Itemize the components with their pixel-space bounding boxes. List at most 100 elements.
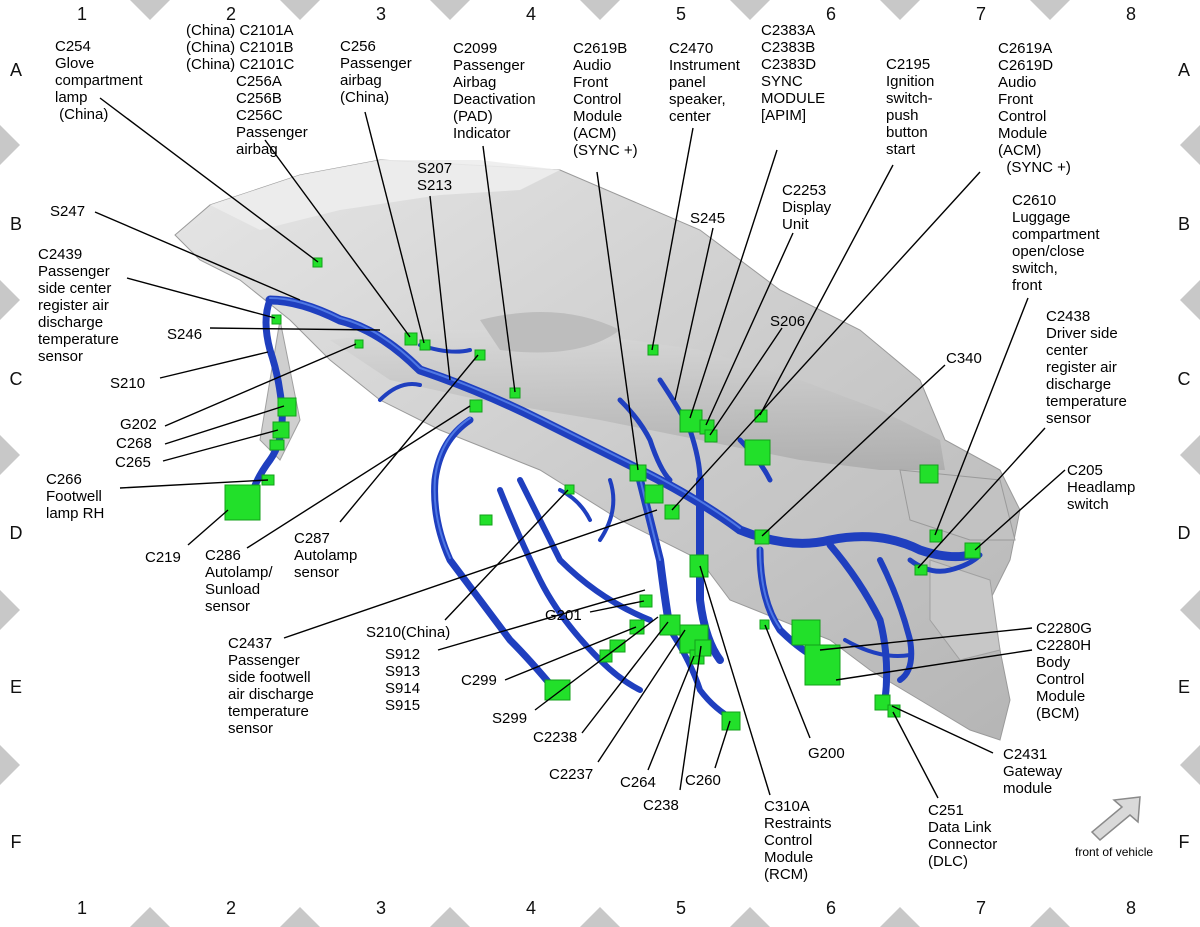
connector-misc3 bbox=[609, 639, 626, 653]
label-c260: C260 bbox=[685, 772, 721, 789]
label-c268: C268 bbox=[116, 435, 152, 452]
grid-col-6-top: 6 bbox=[825, 4, 836, 24]
label-s246: S246 bbox=[167, 326, 203, 343]
grid-row-c-left: C bbox=[9, 369, 23, 389]
connector-c260 bbox=[721, 711, 741, 731]
connector-c299 bbox=[629, 619, 645, 635]
label-c2619a: C2619A C2619D Audio Front Control Module… bbox=[998, 40, 1071, 176]
label-s912: S912 S913 S914 S915 bbox=[385, 646, 421, 714]
label-c299: C299 bbox=[461, 672, 497, 689]
connector-g202 bbox=[277, 397, 297, 417]
grid-row-f-left: F bbox=[10, 832, 22, 852]
grid-col-7-bottom: 7 bbox=[975, 898, 986, 918]
connector-c205 bbox=[964, 542, 981, 559]
grid-row-b-right: B bbox=[1177, 214, 1190, 234]
grid-col-4-bottom: 4 bbox=[525, 898, 536, 918]
grid-col-6-bottom: 6 bbox=[825, 898, 836, 918]
label-g201: G201 bbox=[545, 607, 582, 624]
label-s210: S210 bbox=[110, 375, 146, 392]
leader-lines bbox=[94, 97, 1066, 799]
grid-col-7-top: 7 bbox=[975, 4, 986, 24]
connector-c2101 bbox=[404, 332, 418, 346]
label-c340: C340 bbox=[946, 350, 982, 367]
label-c2238: C2238 bbox=[533, 729, 578, 746]
grid-col-8-top: 8 bbox=[1125, 4, 1136, 24]
front-of-vehicle-arrow bbox=[1090, 796, 1141, 842]
connector-c2619a bbox=[664, 504, 680, 520]
connector-c219 bbox=[224, 484, 261, 521]
connector-c2437 bbox=[469, 399, 483, 413]
label-c2280: C2280G C2280H Body Control Module (BCM) bbox=[1036, 620, 1092, 722]
connector-g200 bbox=[759, 619, 770, 630]
grid-col-1-top: 1 bbox=[76, 4, 87, 24]
grid-col-5-top: 5 bbox=[675, 4, 686, 24]
label-s206: S206 bbox=[770, 313, 806, 330]
connector-c2238 bbox=[659, 614, 681, 636]
label-c2099: C2099 Passenger Airbag Deactivation (PAD… bbox=[453, 40, 536, 142]
connector-c287 bbox=[474, 349, 486, 361]
connector-c2610 bbox=[744, 439, 771, 466]
label-c2101: (China) C2101A (China) C2101B (China) C2… bbox=[186, 22, 308, 158]
connector-misc2 bbox=[919, 464, 939, 484]
label-c2619b: C2619B Audio Front Control Module (ACM) … bbox=[573, 40, 638, 159]
connector-c254 bbox=[312, 257, 323, 268]
label-c265: C265 bbox=[115, 454, 151, 471]
connector-c238 bbox=[694, 639, 712, 657]
label-c238: C238 bbox=[643, 797, 679, 814]
grid-col-3-top: 3 bbox=[375, 4, 386, 24]
grid-row-b-left: B bbox=[9, 214, 22, 234]
front-of-vehicle-label: front of vehicle bbox=[1075, 845, 1154, 859]
connector-c2280h bbox=[804, 644, 841, 686]
label-c266: C266 Footwell lamp RH bbox=[46, 471, 105, 522]
label-c2437: C2437 Passenger side footwell air discha… bbox=[228, 635, 314, 737]
label-c254: C254 Glove compartment lamp (China) bbox=[55, 38, 143, 123]
label-g202: G202 bbox=[120, 416, 157, 433]
label-c2237: C2237 bbox=[549, 766, 594, 783]
label-c2610: C2610 Luggage compartment open/close swi… bbox=[1012, 192, 1100, 294]
grid-col-4-top: 4 bbox=[525, 4, 536, 24]
grid-col-2-bottom: 2 bbox=[225, 898, 236, 918]
label-c264: C264 bbox=[620, 774, 656, 791]
connector-s246 bbox=[354, 339, 364, 349]
label-s247: S247 bbox=[50, 203, 86, 220]
grid-row-c-right: C bbox=[1177, 369, 1191, 389]
label-c2470: C2470 Instrument panel speaker, center bbox=[669, 40, 740, 125]
label-c2195: C2195 Ignition switch- push button start bbox=[886, 56, 935, 158]
label-c286: C286 Autolamp/ Sunload sensor bbox=[205, 547, 273, 615]
label-c219: C219 bbox=[145, 549, 181, 566]
grid-col-1-bottom: 1 bbox=[76, 898, 87, 918]
label-c2439: C2439 Passenger side center register air… bbox=[38, 246, 119, 365]
grid-col-3-bottom: 3 bbox=[375, 898, 386, 918]
grid-col-8-bottom: 8 bbox=[1125, 898, 1136, 918]
connector-c2253 bbox=[704, 429, 718, 443]
grid-row-e-left: E bbox=[9, 677, 22, 697]
grid-row-a-left: A bbox=[9, 60, 22, 80]
connector-s299 bbox=[544, 679, 571, 701]
grid-row-d-left: D bbox=[9, 523, 23, 543]
connector-c268 bbox=[272, 421, 290, 439]
label-c2431: C2431 Gateway module bbox=[1003, 746, 1063, 797]
label-s299: S299 bbox=[492, 710, 528, 727]
connector-c2438 bbox=[914, 564, 928, 576]
connector-c2439 bbox=[271, 314, 282, 325]
label-c287: C287 Autolamp sensor bbox=[294, 530, 358, 581]
label-s207: S207 S213 bbox=[417, 160, 453, 194]
connector-s210 bbox=[564, 484, 575, 495]
grid-col-5-bottom: 5 bbox=[675, 898, 686, 918]
connector-c2195 bbox=[754, 409, 768, 423]
label-c251: C251 Data Link Connector (DLC) bbox=[928, 802, 998, 870]
connector-c256 bbox=[419, 339, 431, 351]
connector-c2431 bbox=[874, 694, 891, 711]
connector-c2438b bbox=[929, 529, 943, 543]
label-c310a: C310A Restraints Control Module (RCM) bbox=[764, 798, 832, 883]
label-c256: C256 Passenger airbag (China) bbox=[340, 38, 412, 106]
connector-c265 bbox=[269, 439, 285, 451]
grid-col-2-top: 2 bbox=[225, 4, 236, 24]
label-c2383: C2383A C2383B C2383D SYNC MODULE [APIM] bbox=[761, 22, 826, 124]
grid-row-d-right: D bbox=[1177, 523, 1191, 543]
label-s245: S245 bbox=[690, 210, 726, 227]
grid-row-f-right: F bbox=[1178, 832, 1190, 852]
